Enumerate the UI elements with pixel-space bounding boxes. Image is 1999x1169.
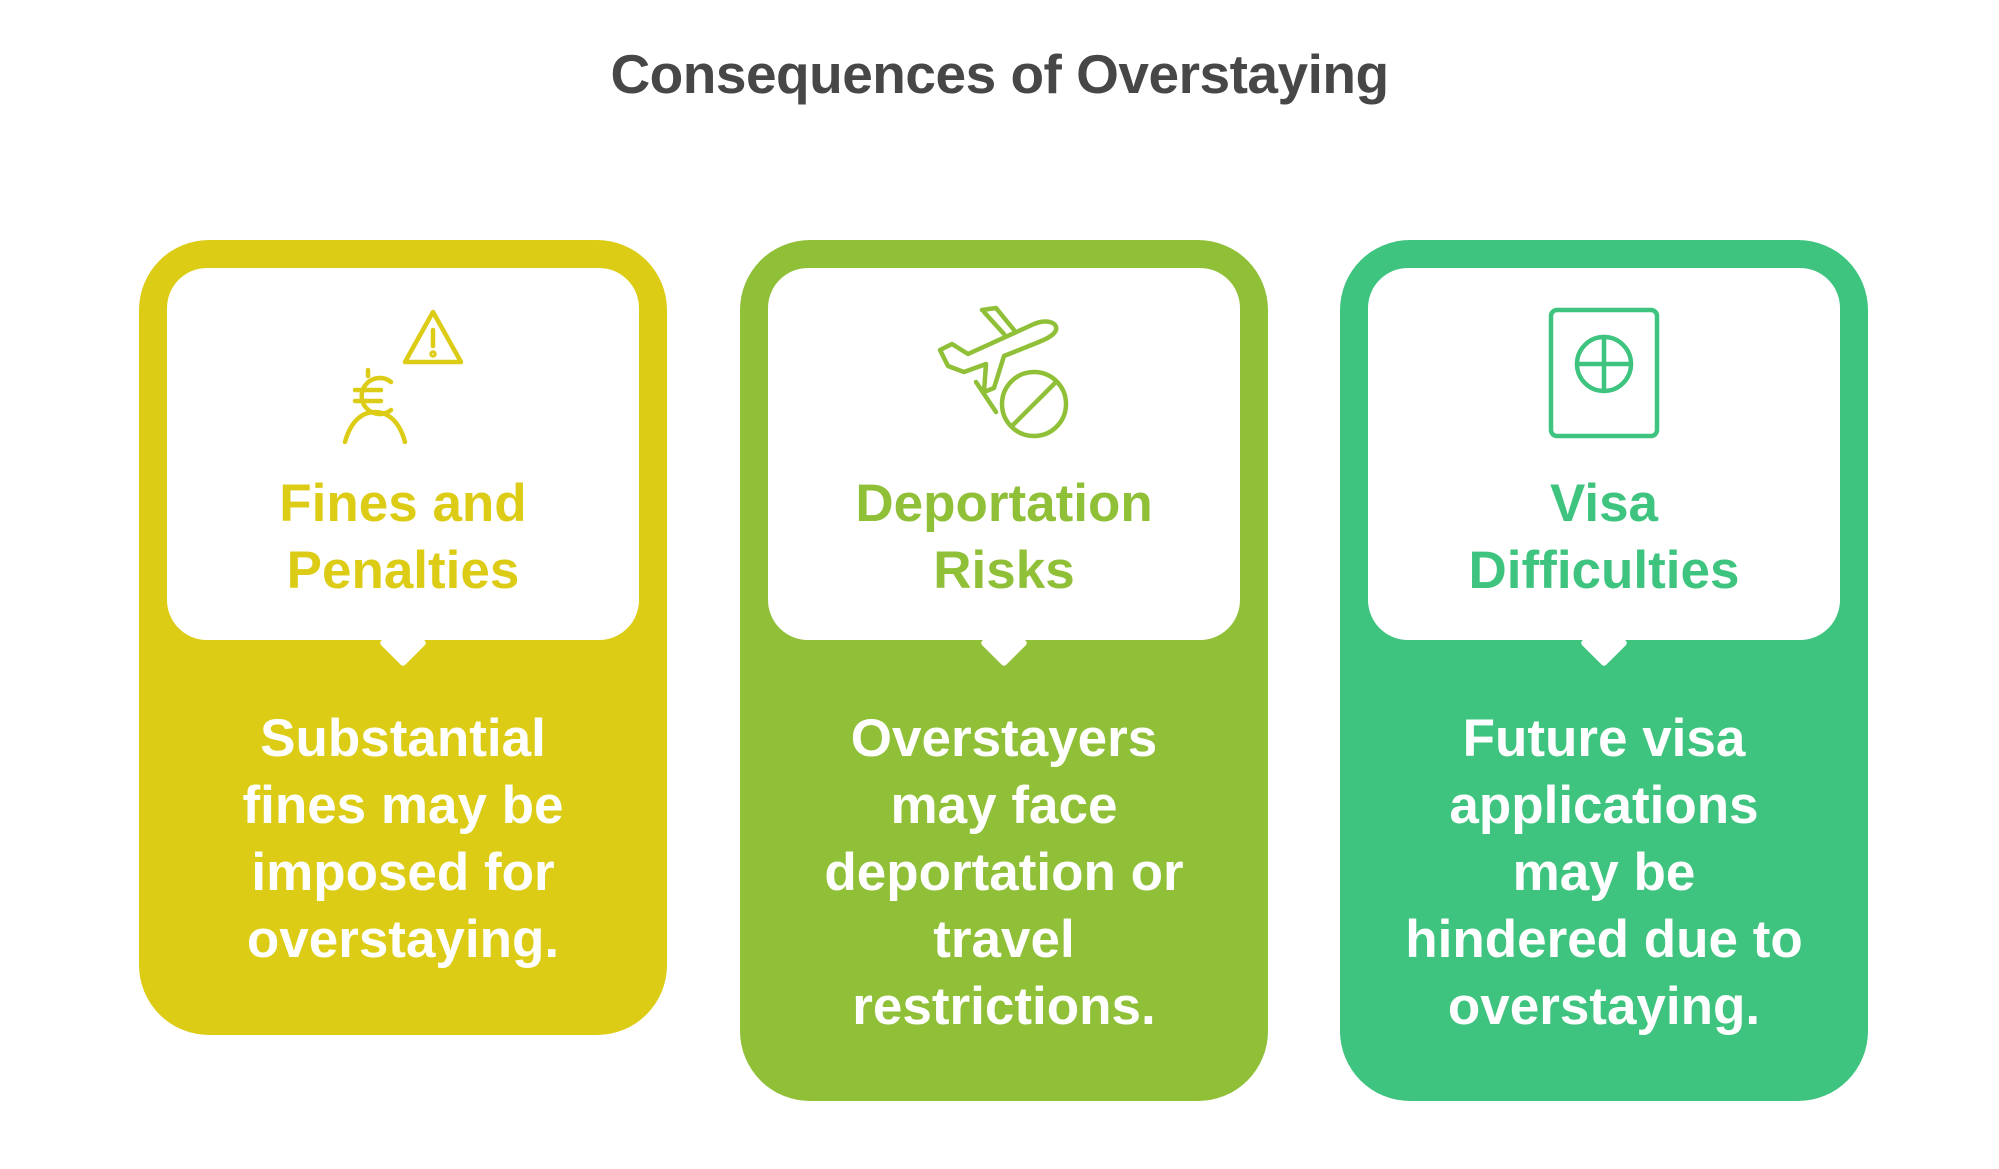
card-header-bubble: Visa Difficulties [1368, 268, 1840, 640]
card-fines-and-penalties: Fines and Penalties Substantial fines ma… [139, 240, 667, 1035]
card-description: Overstayers may face deportation or trav… [824, 709, 1184, 1036]
card-title: Visa Difficulties [1468, 474, 1740, 600]
card-header-bubble: Fines and Penalties [167, 268, 639, 640]
page-title: Consequences of Overstaying [610, 43, 1389, 105]
card-title: Fines and Penalties [279, 474, 527, 600]
passport-icon [1534, 304, 1674, 444]
card-title: Deportation Risks [855, 474, 1153, 600]
card-visa-difficulties: Visa Difficulties Future visa applicatio… [1340, 240, 1868, 1101]
card-description: Future visa applications may be hindered… [1405, 709, 1803, 1036]
card-deportation-risks: Deportation Risks Overstayers may face d… [740, 240, 1268, 1101]
card-description: Substantial fines may be imposed for ove… [242, 709, 564, 969]
plane-prohibited-icon [934, 304, 1074, 444]
card-header-bubble: Deportation Risks [768, 268, 1240, 640]
euro-person-warning-icon [333, 304, 473, 444]
